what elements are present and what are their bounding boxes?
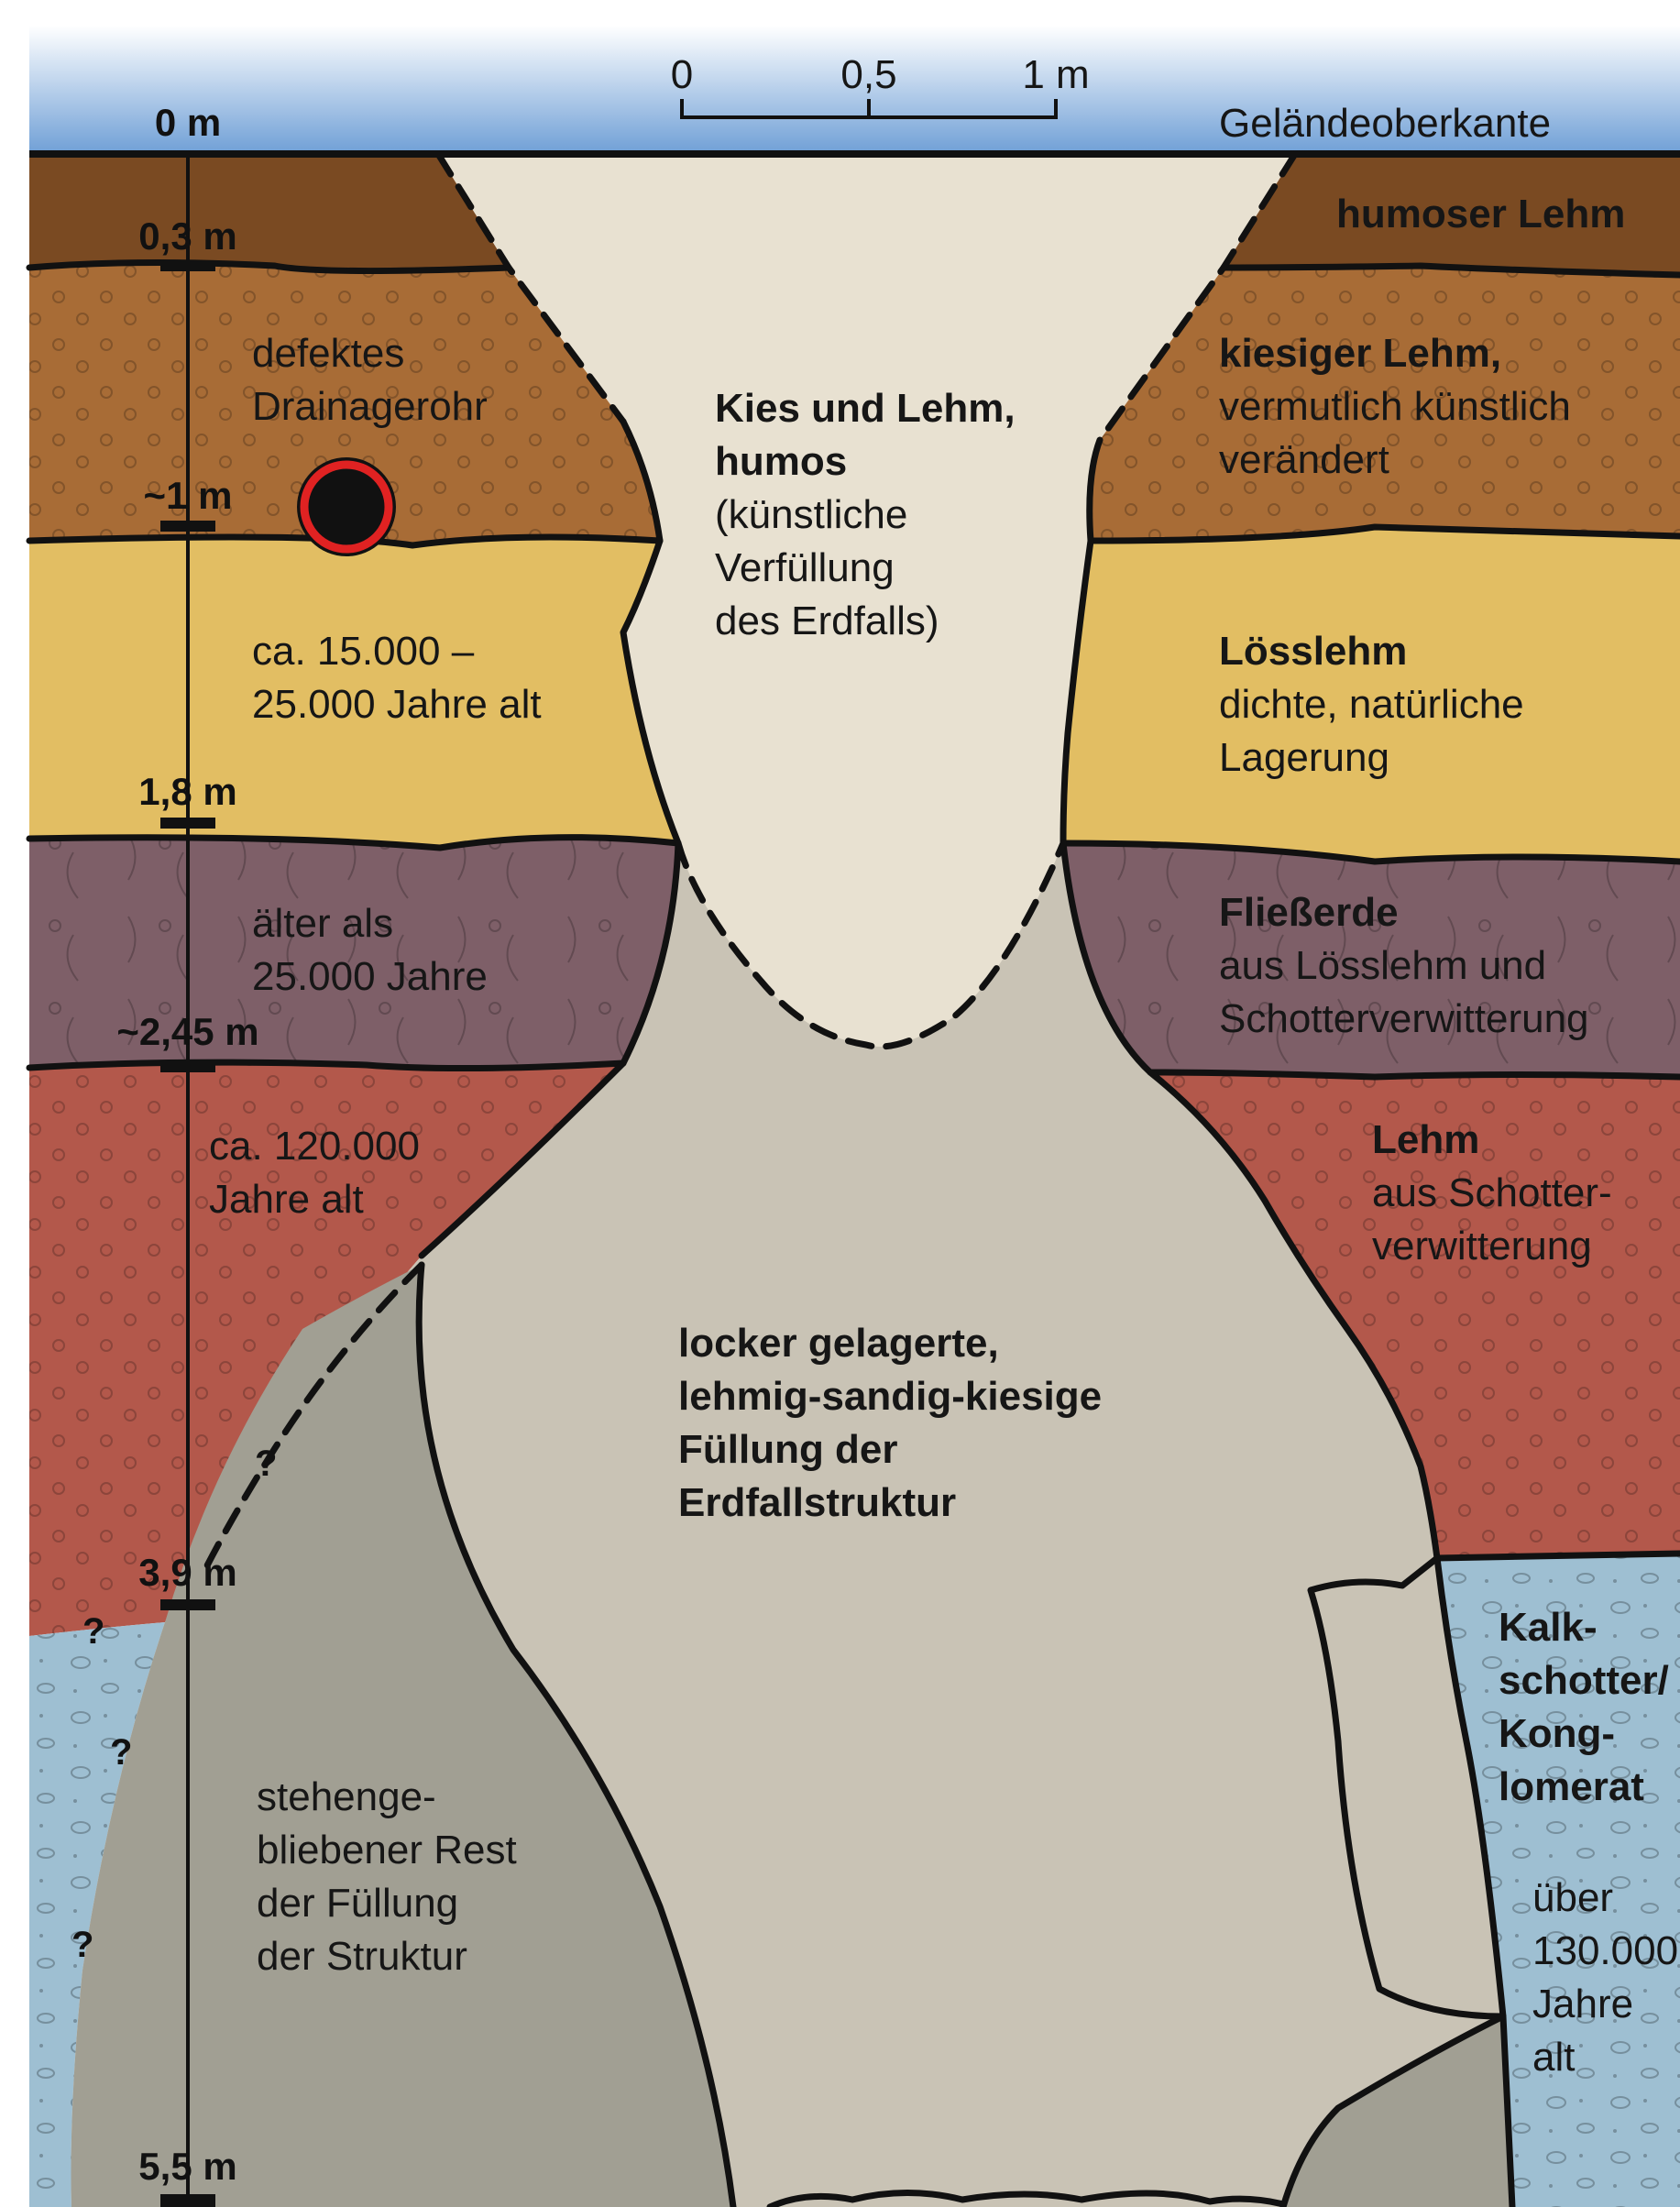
depth-tick — [160, 521, 215, 532]
depth-label: 0 m — [155, 101, 221, 144]
upper-fill-note: (künstliche — [715, 492, 907, 537]
kalk-age-line: 130.000 — [1532, 1928, 1678, 1973]
question-mark: ? — [110, 1732, 132, 1773]
depth-tick — [160, 2194, 215, 2207]
remnant-label-line: bliebener Rest — [257, 1828, 517, 1872]
depth-tick — [160, 260, 215, 271]
fliesserde-age-line: älter als — [252, 901, 393, 946]
depth-label: 1,8 m — [138, 770, 236, 813]
remnant-label-line: der Füllung — [257, 1881, 458, 1926]
loess-label-line: Lagerung — [1219, 735, 1389, 780]
kiesig-label-line: vermutlich künstlich — [1219, 384, 1571, 429]
lehm-age-line: ca. 120.000 — [209, 1124, 420, 1169]
loess-age-line: 25.000 Jahre alt — [252, 682, 542, 727]
layer-humoser-lehm-left — [29, 154, 509, 271]
kalk-age-line: Jahre — [1532, 1982, 1633, 2026]
depth-tick — [160, 1599, 215, 1610]
depth-tick — [160, 818, 215, 829]
loess-age-line: ca. 15.000 – — [252, 629, 475, 674]
loess-label-line: dichte, natürliche — [1219, 682, 1524, 727]
upper-fill-note: des Erdfalls) — [715, 598, 939, 643]
kalk-age-line: über — [1532, 1875, 1613, 1920]
scale-label-half: 0,5 — [840, 52, 896, 97]
scale-label-1m: 1 m — [1022, 52, 1089, 97]
kiesig-label-line: verändert — [1219, 437, 1389, 482]
lehm-label-title: Lehm — [1372, 1117, 1479, 1162]
kalk-age-line: alt — [1532, 2035, 1575, 2080]
lehm-label-line: verwitterung — [1372, 1224, 1592, 1268]
kalk-label-title: Kong- — [1499, 1711, 1615, 1756]
kalk-label-title: schotter/ — [1499, 1658, 1669, 1703]
depth-label: 0,3 m — [138, 214, 236, 258]
drain-pipe-icon — [297, 457, 396, 556]
kalk-label-title: lomerat — [1499, 1764, 1644, 1809]
scale-label-0: 0 — [671, 52, 693, 97]
upper-fill-title: humos — [715, 439, 847, 484]
lehm-age-line: Jahre alt — [209, 1177, 364, 1222]
depth-label: ~2,45 m — [116, 1010, 258, 1053]
upper-fill-note: Verfüllung — [715, 545, 895, 590]
question-mark: ? — [82, 1611, 104, 1652]
humus-label: humoser Lehm — [1336, 192, 1625, 236]
depth-label: 5,5 m — [138, 2145, 236, 2188]
loess-label-title: Lösslehm — [1219, 629, 1407, 674]
lehm-label-line: aus Schotter- — [1372, 1170, 1612, 1215]
depth-label: 3,9 m — [138, 1551, 236, 1594]
fliesserde-age-line: 25.000 Jahre — [252, 954, 488, 999]
main-fill-label: lehmig-sandig-kiesige — [678, 1374, 1102, 1419]
drain-label-line: defektes — [252, 331, 404, 376]
fliesserde-label-line: Schotterverwitterung — [1219, 996, 1589, 1041]
kalk-label-title: Kalk- — [1499, 1605, 1598, 1650]
boundary-line — [1150, 1072, 1680, 1077]
surface-label: Geländeoberkante — [1219, 101, 1551, 146]
kiesig-label-title: kiesiger Lehm, — [1219, 331, 1501, 376]
main-fill-label: Erdfallstruktur — [678, 1480, 956, 1525]
depth-label: ~1 m — [144, 474, 233, 517]
drain-label-line: Drainagerohr — [252, 384, 488, 429]
question-mark: ? — [71, 1925, 93, 1965]
upper-fill-title: Kies und Lehm, — [715, 386, 1016, 431]
remnant-label-line: stehenge- — [257, 1774, 436, 1819]
fliesserde-label-line: aus Lösslehm und — [1219, 943, 1546, 988]
remnant-label-line: der Struktur — [257, 1934, 467, 1979]
depth-tick — [160, 1061, 215, 1072]
fliesserde-label-title: Fließerde — [1219, 890, 1399, 935]
question-mark: ? — [255, 1444, 277, 1484]
kalk-boundary — [1437, 1554, 1680, 1558]
main-fill-label: locker gelagerte, — [678, 1321, 999, 1366]
main-fill-label: Füllung der — [678, 1427, 898, 1472]
